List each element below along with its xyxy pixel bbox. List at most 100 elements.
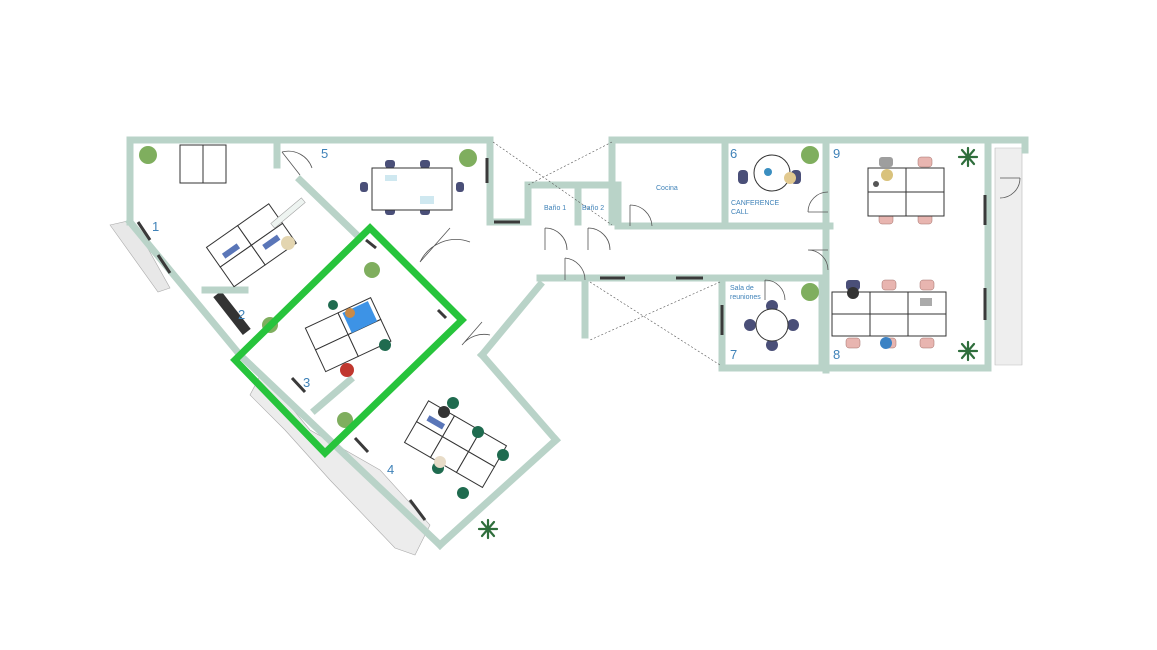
desk-icon xyxy=(907,313,947,337)
wall-room1-top xyxy=(126,136,494,226)
chair-icon xyxy=(447,397,459,409)
selected-room-highlight[interactable] xyxy=(230,223,467,458)
open-marker xyxy=(527,141,613,186)
open-area-markers xyxy=(492,141,721,366)
chair-icon xyxy=(457,487,469,499)
open-marker xyxy=(589,281,721,341)
wall-room3-4 xyxy=(310,375,355,415)
room-9-furniture xyxy=(867,156,945,225)
walls xyxy=(125,136,1029,550)
room-6-furniture xyxy=(738,154,801,192)
desk-icon xyxy=(831,313,871,337)
person-icon xyxy=(345,308,355,318)
room-number-1[interactable]: 1 xyxy=(152,219,159,234)
doors xyxy=(281,150,1021,346)
window xyxy=(156,254,172,274)
room-4-furniture xyxy=(403,397,509,499)
round-table xyxy=(753,154,791,192)
kitchen-label: Cocina xyxy=(656,185,678,192)
chair-icon xyxy=(919,337,935,349)
room-5-furniture xyxy=(360,160,464,215)
room-7-furniture xyxy=(744,300,799,351)
person-icon xyxy=(281,236,295,250)
plant-icon xyxy=(801,146,819,164)
person-icon xyxy=(426,415,446,430)
shelf xyxy=(270,197,306,229)
door-swing-icon xyxy=(564,257,586,281)
chair-icon xyxy=(766,339,778,351)
windows xyxy=(136,158,987,521)
plant-icon xyxy=(801,283,819,301)
laptop xyxy=(920,298,932,306)
window xyxy=(408,499,427,521)
person-icon xyxy=(434,456,446,468)
plant-icon xyxy=(337,412,353,428)
wall-wing-lower xyxy=(235,350,445,550)
chair-icon xyxy=(385,160,395,168)
door-swing-icon xyxy=(999,177,1021,199)
terrace-right xyxy=(994,147,1023,366)
person-icon xyxy=(847,287,859,299)
chair-icon xyxy=(360,182,368,192)
paper xyxy=(420,196,434,204)
desk-icon xyxy=(905,191,945,217)
desk-icon xyxy=(867,191,907,217)
chair-icon xyxy=(420,160,430,168)
chair-icon xyxy=(845,337,861,349)
plant-icon xyxy=(364,262,380,278)
person-icon xyxy=(784,172,796,184)
wall-wing-upper xyxy=(477,350,561,445)
meeting-room-label-1: Sala de xyxy=(730,285,754,292)
door-swing-icon xyxy=(281,150,313,176)
room-number-2[interactable]: 2 xyxy=(238,307,245,322)
open-marker xyxy=(492,141,613,226)
door-swing-icon xyxy=(807,191,829,213)
room-numbers: 1 2 3 4 5 6 7 8 9 xyxy=(152,146,840,477)
room-number-6[interactable]: 6 xyxy=(730,146,737,161)
room-number-9[interactable]: 9 xyxy=(833,146,840,161)
person-icon xyxy=(881,169,893,181)
conference-call-label-2: CALL xyxy=(731,209,749,216)
palm-icon xyxy=(957,340,979,362)
window xyxy=(290,376,307,394)
bath-2-label: Baño 2 xyxy=(582,205,604,212)
palm-icon xyxy=(957,146,979,168)
window xyxy=(365,238,377,250)
wall-corridor-diag xyxy=(477,280,545,360)
room-number-7[interactable]: 7 xyxy=(730,347,737,362)
desk-icon xyxy=(371,167,453,211)
room-number-5[interactable]: 5 xyxy=(321,146,328,161)
door-swing-icon xyxy=(807,249,829,271)
room-number-8[interactable]: 8 xyxy=(833,347,840,362)
person-icon xyxy=(880,337,892,349)
person-icon xyxy=(340,363,354,377)
palm-icon xyxy=(477,518,499,540)
chair-icon xyxy=(497,449,509,461)
room-number-3[interactable]: 3 xyxy=(303,375,310,390)
room-number-4[interactable]: 4 xyxy=(387,462,394,477)
person-icon xyxy=(873,181,879,187)
chair-icon xyxy=(456,182,464,192)
chair-icon xyxy=(744,319,756,331)
chair-icon xyxy=(379,339,391,351)
wall-right-top xyxy=(608,136,1029,226)
desk-icon xyxy=(905,167,945,193)
person-icon xyxy=(438,406,450,418)
person-icon xyxy=(764,168,772,176)
wall-wing-end xyxy=(435,435,561,550)
window xyxy=(136,221,152,241)
room-1-furniture xyxy=(179,144,306,288)
person-icon xyxy=(262,234,281,250)
terrace-left xyxy=(109,219,171,293)
door-swing-icon xyxy=(629,204,653,227)
meeting-room-label-2: reuniones xyxy=(730,294,761,301)
chair-icon xyxy=(472,426,484,438)
door-swing-icon xyxy=(587,227,611,251)
door-swing-icon xyxy=(544,227,568,251)
desk-icon xyxy=(869,291,909,315)
chair-icon xyxy=(328,300,338,310)
paper xyxy=(385,175,397,181)
chair-icon xyxy=(879,157,893,167)
chair-icon xyxy=(738,170,748,184)
